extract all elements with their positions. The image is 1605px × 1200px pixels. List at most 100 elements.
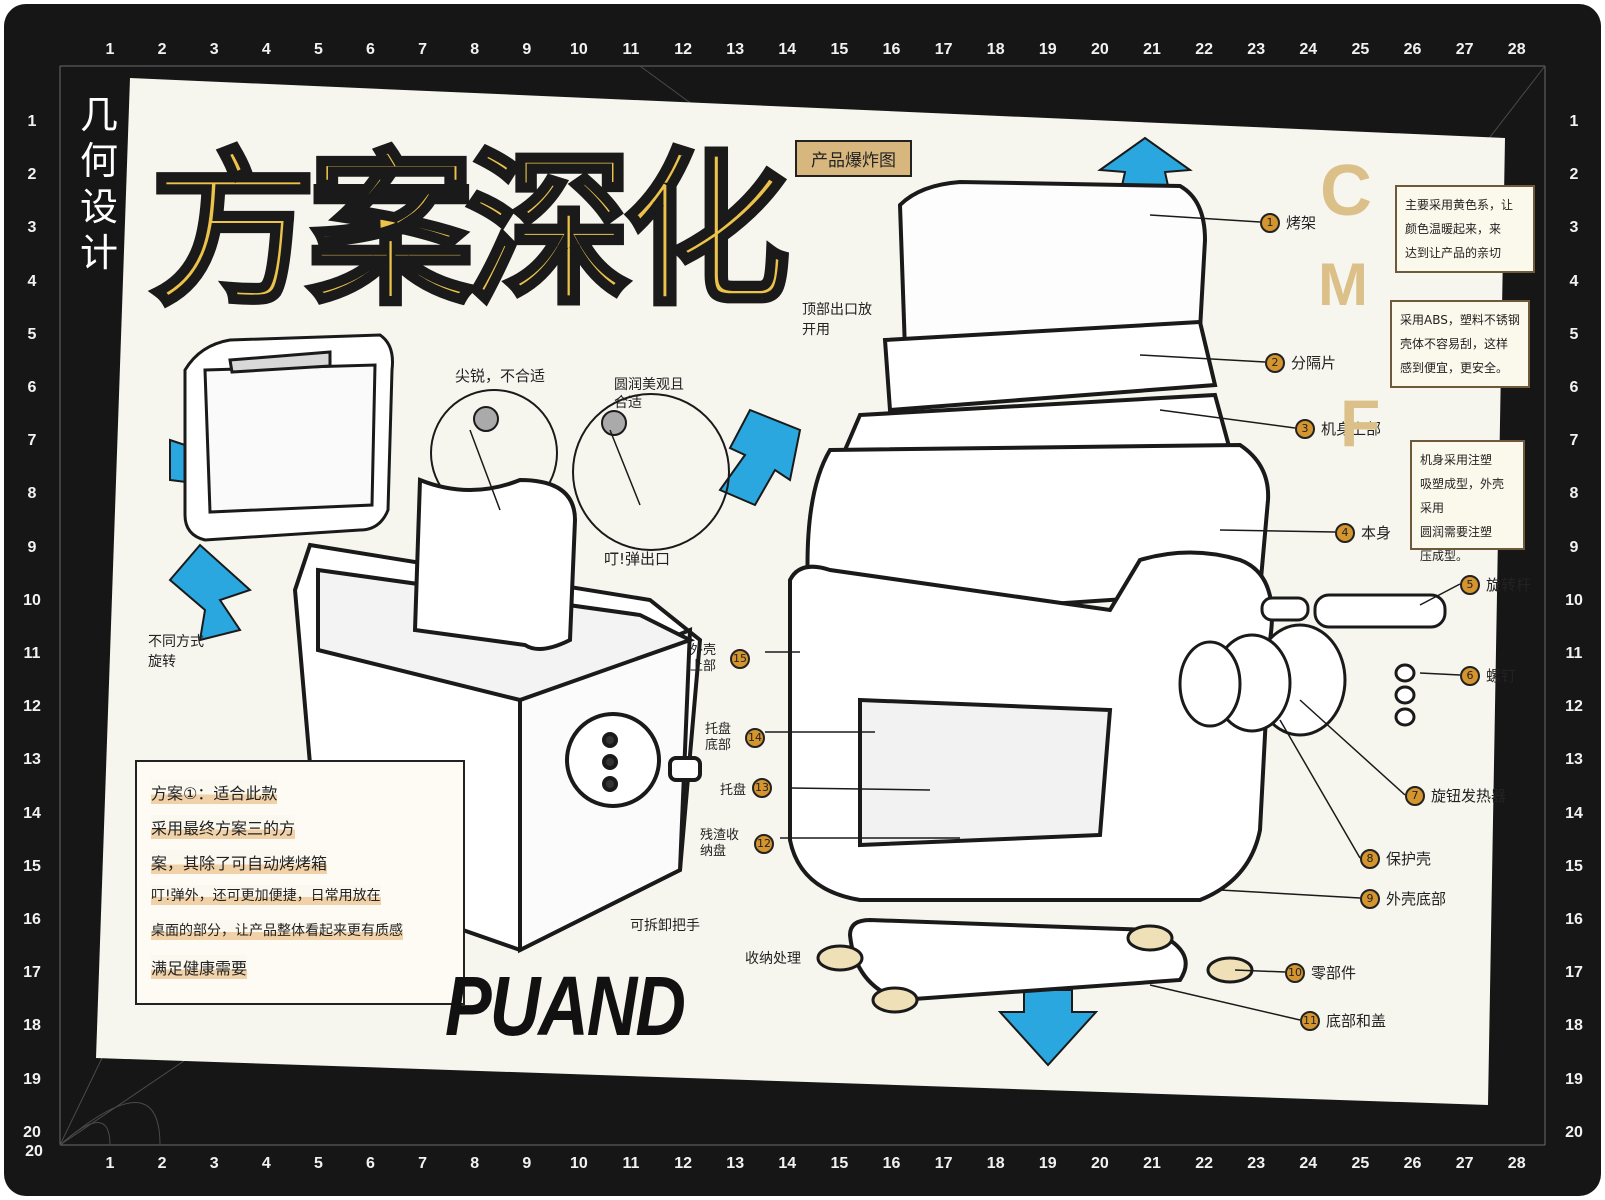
ruler-number: 20 — [1090, 1155, 1109, 1172]
ruler-number: 1 — [105, 41, 115, 58]
ruler-number: 18 — [986, 1155, 1005, 1172]
callout-label: 托盘底部 — [705, 722, 732, 753]
ruler-number: 9 — [522, 1155, 532, 1172]
cmf-note-line: 吸塑成型，外壳采用 — [1420, 477, 1505, 515]
callout-number: 3 — [1295, 418, 1315, 439]
ruler-number: 18 — [1565, 1017, 1583, 1035]
ruler-number: 23 — [1247, 1155, 1266, 1172]
callout-number: 8 — [1360, 848, 1380, 869]
callout-number: 10 — [1285, 962, 1305, 983]
ruler-number: 6 — [27, 379, 37, 396]
cmf-note-line: 壳体不容易刮，这样 — [1400, 337, 1509, 351]
ruler-number: 7 — [418, 1155, 428, 1172]
callout-6: 6 螺钉 — [1460, 665, 1516, 686]
callout-label: 本身 — [1361, 524, 1392, 542]
callout-number: 2 — [1265, 352, 1285, 373]
ruler-number: 3 — [209, 41, 219, 58]
ruler-number: 5 — [313, 1155, 323, 1172]
ruler-number: 7 — [418, 41, 428, 58]
ruler-number: 4 — [261, 1155, 271, 1172]
ruler-number: 11 — [1565, 645, 1583, 662]
ruler-number: 20 — [1565, 1123, 1583, 1141]
ruler-number: 25 — [1351, 41, 1370, 58]
ruler-number: 6 — [1569, 379, 1579, 396]
ruler-number: 27 — [1455, 41, 1474, 58]
note-round: 圆润美观且合适 — [614, 377, 684, 411]
ruler-number: 13 — [726, 41, 745, 58]
ruler-number: 5 — [313, 41, 323, 58]
ruler-number: 2 — [157, 41, 167, 58]
ruler-number: 12 — [23, 698, 41, 716]
ruler-number: 18 — [986, 41, 1005, 58]
ruler-number: 15 — [830, 1155, 849, 1172]
ruler-number: 3 — [209, 1155, 219, 1172]
ruler-number: 2 — [27, 166, 37, 184]
callout-10: 10 零部件 — [1285, 962, 1356, 983]
ruler-number: 13 — [23, 751, 41, 769]
callout-label: 托盘 — [720, 782, 747, 798]
ruler-number: 4 — [1569, 272, 1579, 290]
ruler-number: 16 — [882, 1155, 901, 1172]
ruler-number: 10 — [569, 1155, 588, 1172]
callout-label: 机身上部 — [1321, 420, 1382, 438]
cmf-note-line: 主要采用黄色系，让 — [1405, 198, 1514, 212]
ruler-number: 25 — [1351, 1155, 1370, 1172]
cmf-note-line: 颜色温暖起来，来 — [1405, 222, 1502, 236]
callout-number: 11 — [1300, 1010, 1320, 1031]
ruler-number: 6 — [366, 1155, 375, 1172]
ruler-number: 11 — [622, 41, 640, 58]
ruler-number: 1 — [27, 113, 37, 130]
callout-label: 底部和盖 — [1326, 1012, 1387, 1030]
ruler-number: 12 — [1565, 698, 1583, 716]
ruler-number: 8 — [470, 41, 480, 58]
brand-wordmark: PUAND — [445, 959, 686, 1053]
ruler-number: 17 — [23, 964, 41, 982]
note-handle: 可拆卸把手 — [630, 918, 700, 934]
ruler-number: 12 — [674, 1155, 692, 1172]
ruler-number: 21 — [1143, 1155, 1161, 1172]
callout-label: 分隔片 — [1291, 354, 1337, 372]
cmf-note-line: 感到便宜，更安全。 — [1400, 361, 1509, 375]
ruler-number: 7 — [27, 432, 37, 450]
ruler-number: 4 — [27, 272, 37, 290]
callout-number: 6 — [1460, 665, 1480, 686]
ruler-number: 11 — [23, 645, 41, 662]
ruler-number: 20 — [23, 1123, 41, 1141]
callout-label: 零部件 — [1311, 964, 1357, 982]
callout-number: 9 — [1360, 888, 1380, 909]
callout-12: 12 残渣收纳盘 — [700, 828, 774, 860]
ruler-number: 14 — [23, 804, 41, 822]
page-title-block: 方案深化 — [148, 95, 800, 331]
explode-tag: 产品爆炸图 — [795, 140, 912, 177]
note-deco-bottom: 收纳处理 — [745, 951, 801, 967]
ruler-number: 5 — [27, 325, 37, 343]
ruler-number: 28 — [1507, 41, 1526, 58]
callout-number: 12 — [754, 834, 774, 854]
callout-2: 2 分隔片 — [1265, 352, 1336, 373]
note-sharp: 尖锐，不合适 — [455, 367, 546, 385]
ruler-number: 5 — [1569, 325, 1579, 343]
ruler-number: 14 — [778, 1155, 797, 1172]
ruler-number: 1 — [1569, 113, 1579, 130]
ruler-number: 26 — [1403, 41, 1422, 58]
ruler-number: 10 — [23, 591, 41, 609]
callout-label: 螺钉 — [1486, 667, 1517, 685]
callout-label: 残渣收纳盘 — [700, 828, 740, 859]
ruler-number: 7 — [1569, 432, 1579, 450]
ruler-number: 4 — [261, 41, 271, 58]
ruler-number: 16 — [882, 41, 901, 58]
ruler-number: 24 — [1299, 1155, 1318, 1172]
ruler-number: 13 — [1565, 751, 1583, 769]
ruler-number: 17 — [1565, 964, 1583, 982]
ruler-number: 13 — [726, 1155, 745, 1172]
side-label-char: 设 — [79, 185, 118, 229]
ruler-number: 9 — [1569, 538, 1579, 556]
ruler-number: 3 — [27, 219, 37, 237]
ruler-number: 12 — [674, 41, 692, 58]
